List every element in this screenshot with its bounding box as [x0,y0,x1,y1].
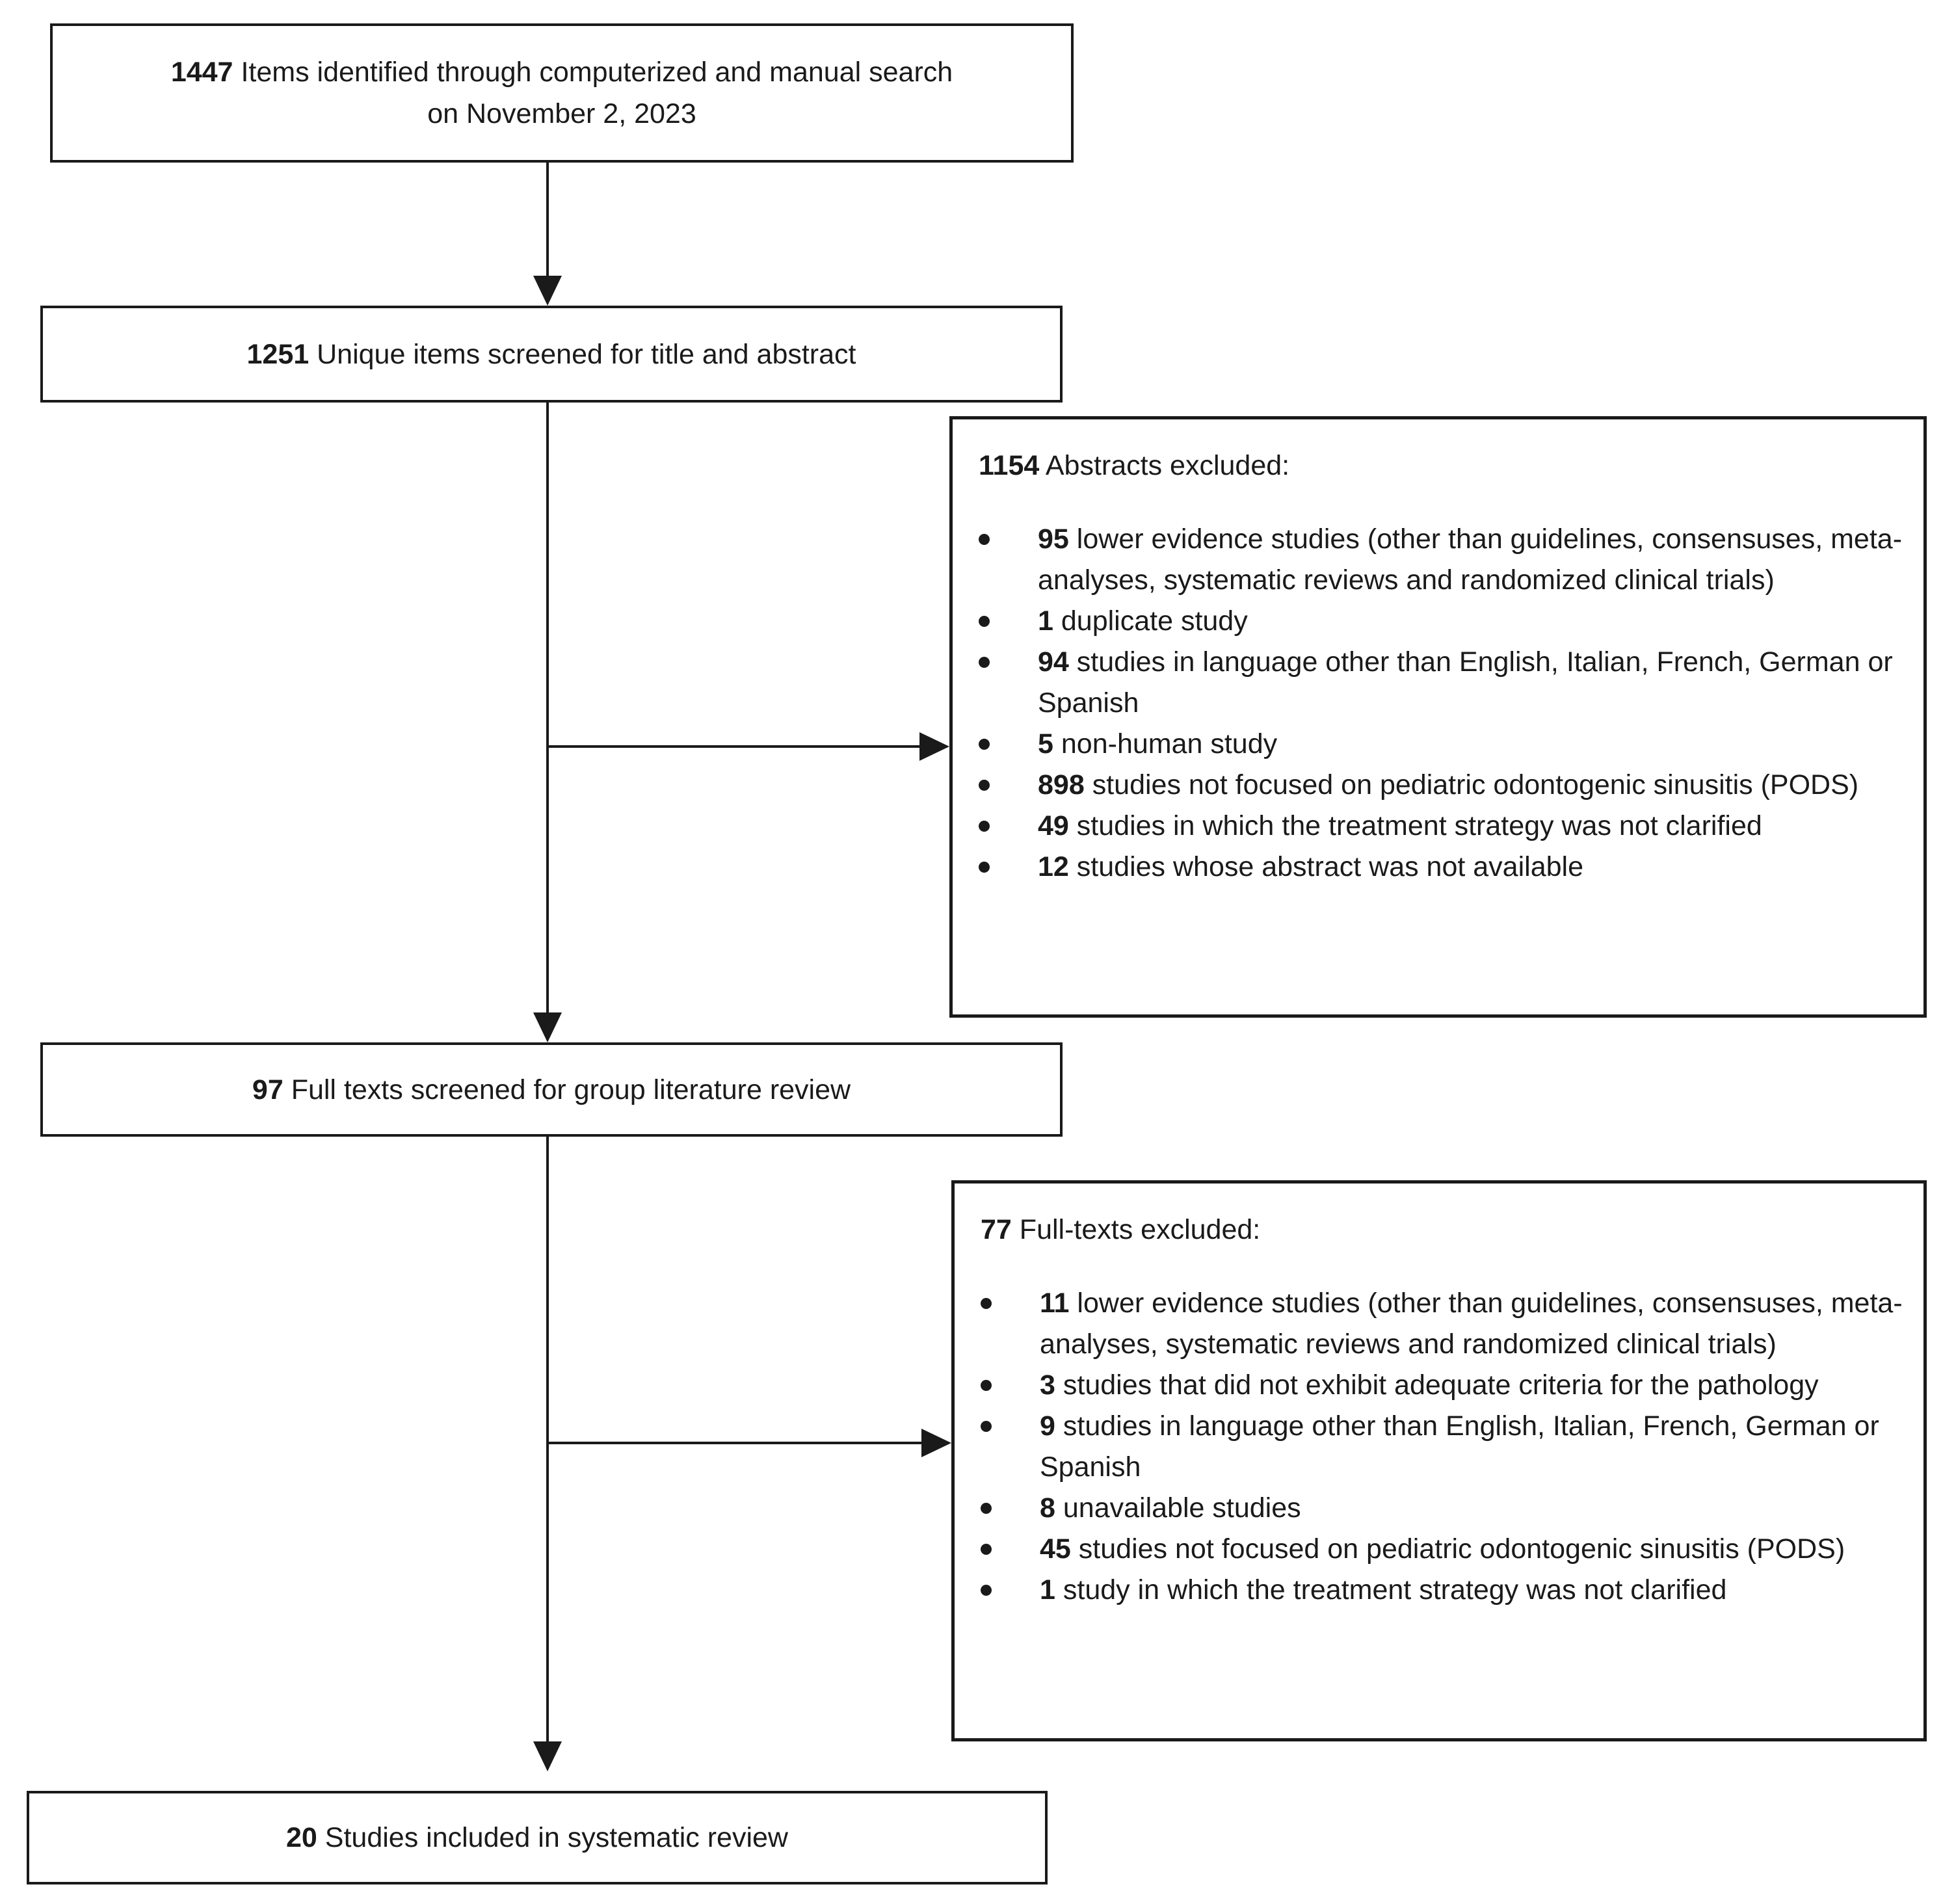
bullet-icon [981,1380,992,1391]
connector-vertical-2 [546,403,549,1014]
flow-box-studies-included: 20 Studies included in systematic review [27,1791,1048,1884]
fulltext-screened-count: 97 [252,1074,284,1105]
bullet-icon [981,1421,992,1432]
list-item: 3 studies that did not exhibit adequate … [981,1365,1923,1406]
bullet-icon [979,821,990,832]
records-identified-count: 1447 [170,57,233,88]
arrowhead-right-icon [921,1429,951,1457]
bullet-icon [981,1298,992,1309]
bullet-icon [981,1544,992,1555]
arrowhead-right-icon [919,732,949,761]
bullet-icon [979,616,990,627]
list-item: 1 study in which the treatment strategy … [981,1570,1923,1611]
abstracts-excluded-heading: 1154 Abstracts excluded: [979,450,1290,481]
bullet-icon [979,657,990,668]
abstracts-excluded-list: 95 lower evidence studies (other than gu… [979,519,1923,888]
list-item: 8 unavailable studies [981,1488,1923,1529]
abstracts-excluded-count: 1154 [979,450,1040,481]
exclusion-box-abstracts-excluded: 1154 Abstracts excluded: 95 lower eviden… [949,416,1927,1018]
fulltexts-excluded-list: 11 lower evidence studies (other than gu… [981,1283,1923,1611]
flow-box-records-identified-text: 1447 Items identified through computeriz… [170,57,953,129]
bullet-icon [979,780,990,791]
connector-vertical-1 [546,163,549,277]
connector-vertical-3 [546,1137,549,1743]
flow-box-records-screened: 1251 Unique items screened for title and… [40,306,1063,403]
flow-box-records-identified: 1447 Items identified through computeriz… [50,23,1074,163]
list-item: 1 duplicate study [979,601,1923,642]
list-item: 9 studies in language other than English… [981,1406,1923,1488]
bullet-icon [981,1585,992,1596]
list-item: 49 studies in which the treatment strate… [979,806,1923,847]
connector-horizontal-1 [548,745,921,748]
flow-box-studies-included-text: 20 Studies included in systematic review [285,1822,788,1853]
flow-box-fulltext-screened: 97 Full texts screened for group literat… [40,1042,1063,1137]
fulltexts-excluded-heading: 77 Full-texts excluded: [981,1214,1261,1245]
arrowhead-down-icon [533,276,562,306]
connector-horizontal-2 [548,1442,923,1444]
list-item: 94 studies in language other than Englis… [979,642,1923,724]
list-item: 95 lower evidence studies (other than gu… [979,519,1923,601]
arrowhead-down-icon [533,1012,562,1042]
list-item: 898 studies not focused on pediatric odo… [979,765,1923,806]
flow-box-records-screened-text: 1251 Unique items screened for title and… [246,338,856,370]
list-item: 12 studies whose abstract was not availa… [979,847,1923,888]
arrowhead-down-icon [533,1741,562,1771]
exclusion-box-fulltexts-excluded: 77 Full-texts excluded: 11 lower evidenc… [951,1180,1927,1741]
studies-included-count: 20 [285,1822,317,1853]
flow-box-fulltext-screened-text: 97 Full texts screened for group literat… [252,1074,851,1105]
list-item: 5 non-human study [979,724,1923,765]
bullet-icon [979,862,990,873]
fulltexts-excluded-count: 77 [981,1214,1012,1245]
bullet-icon [981,1503,992,1514]
bullet-icon [979,739,990,750]
list-item: 45 studies not focused on pediatric odon… [981,1529,1923,1570]
records-screened-count: 1251 [246,338,310,370]
list-item: 11 lower evidence studies (other than gu… [981,1283,1923,1365]
bullet-icon [979,534,990,545]
